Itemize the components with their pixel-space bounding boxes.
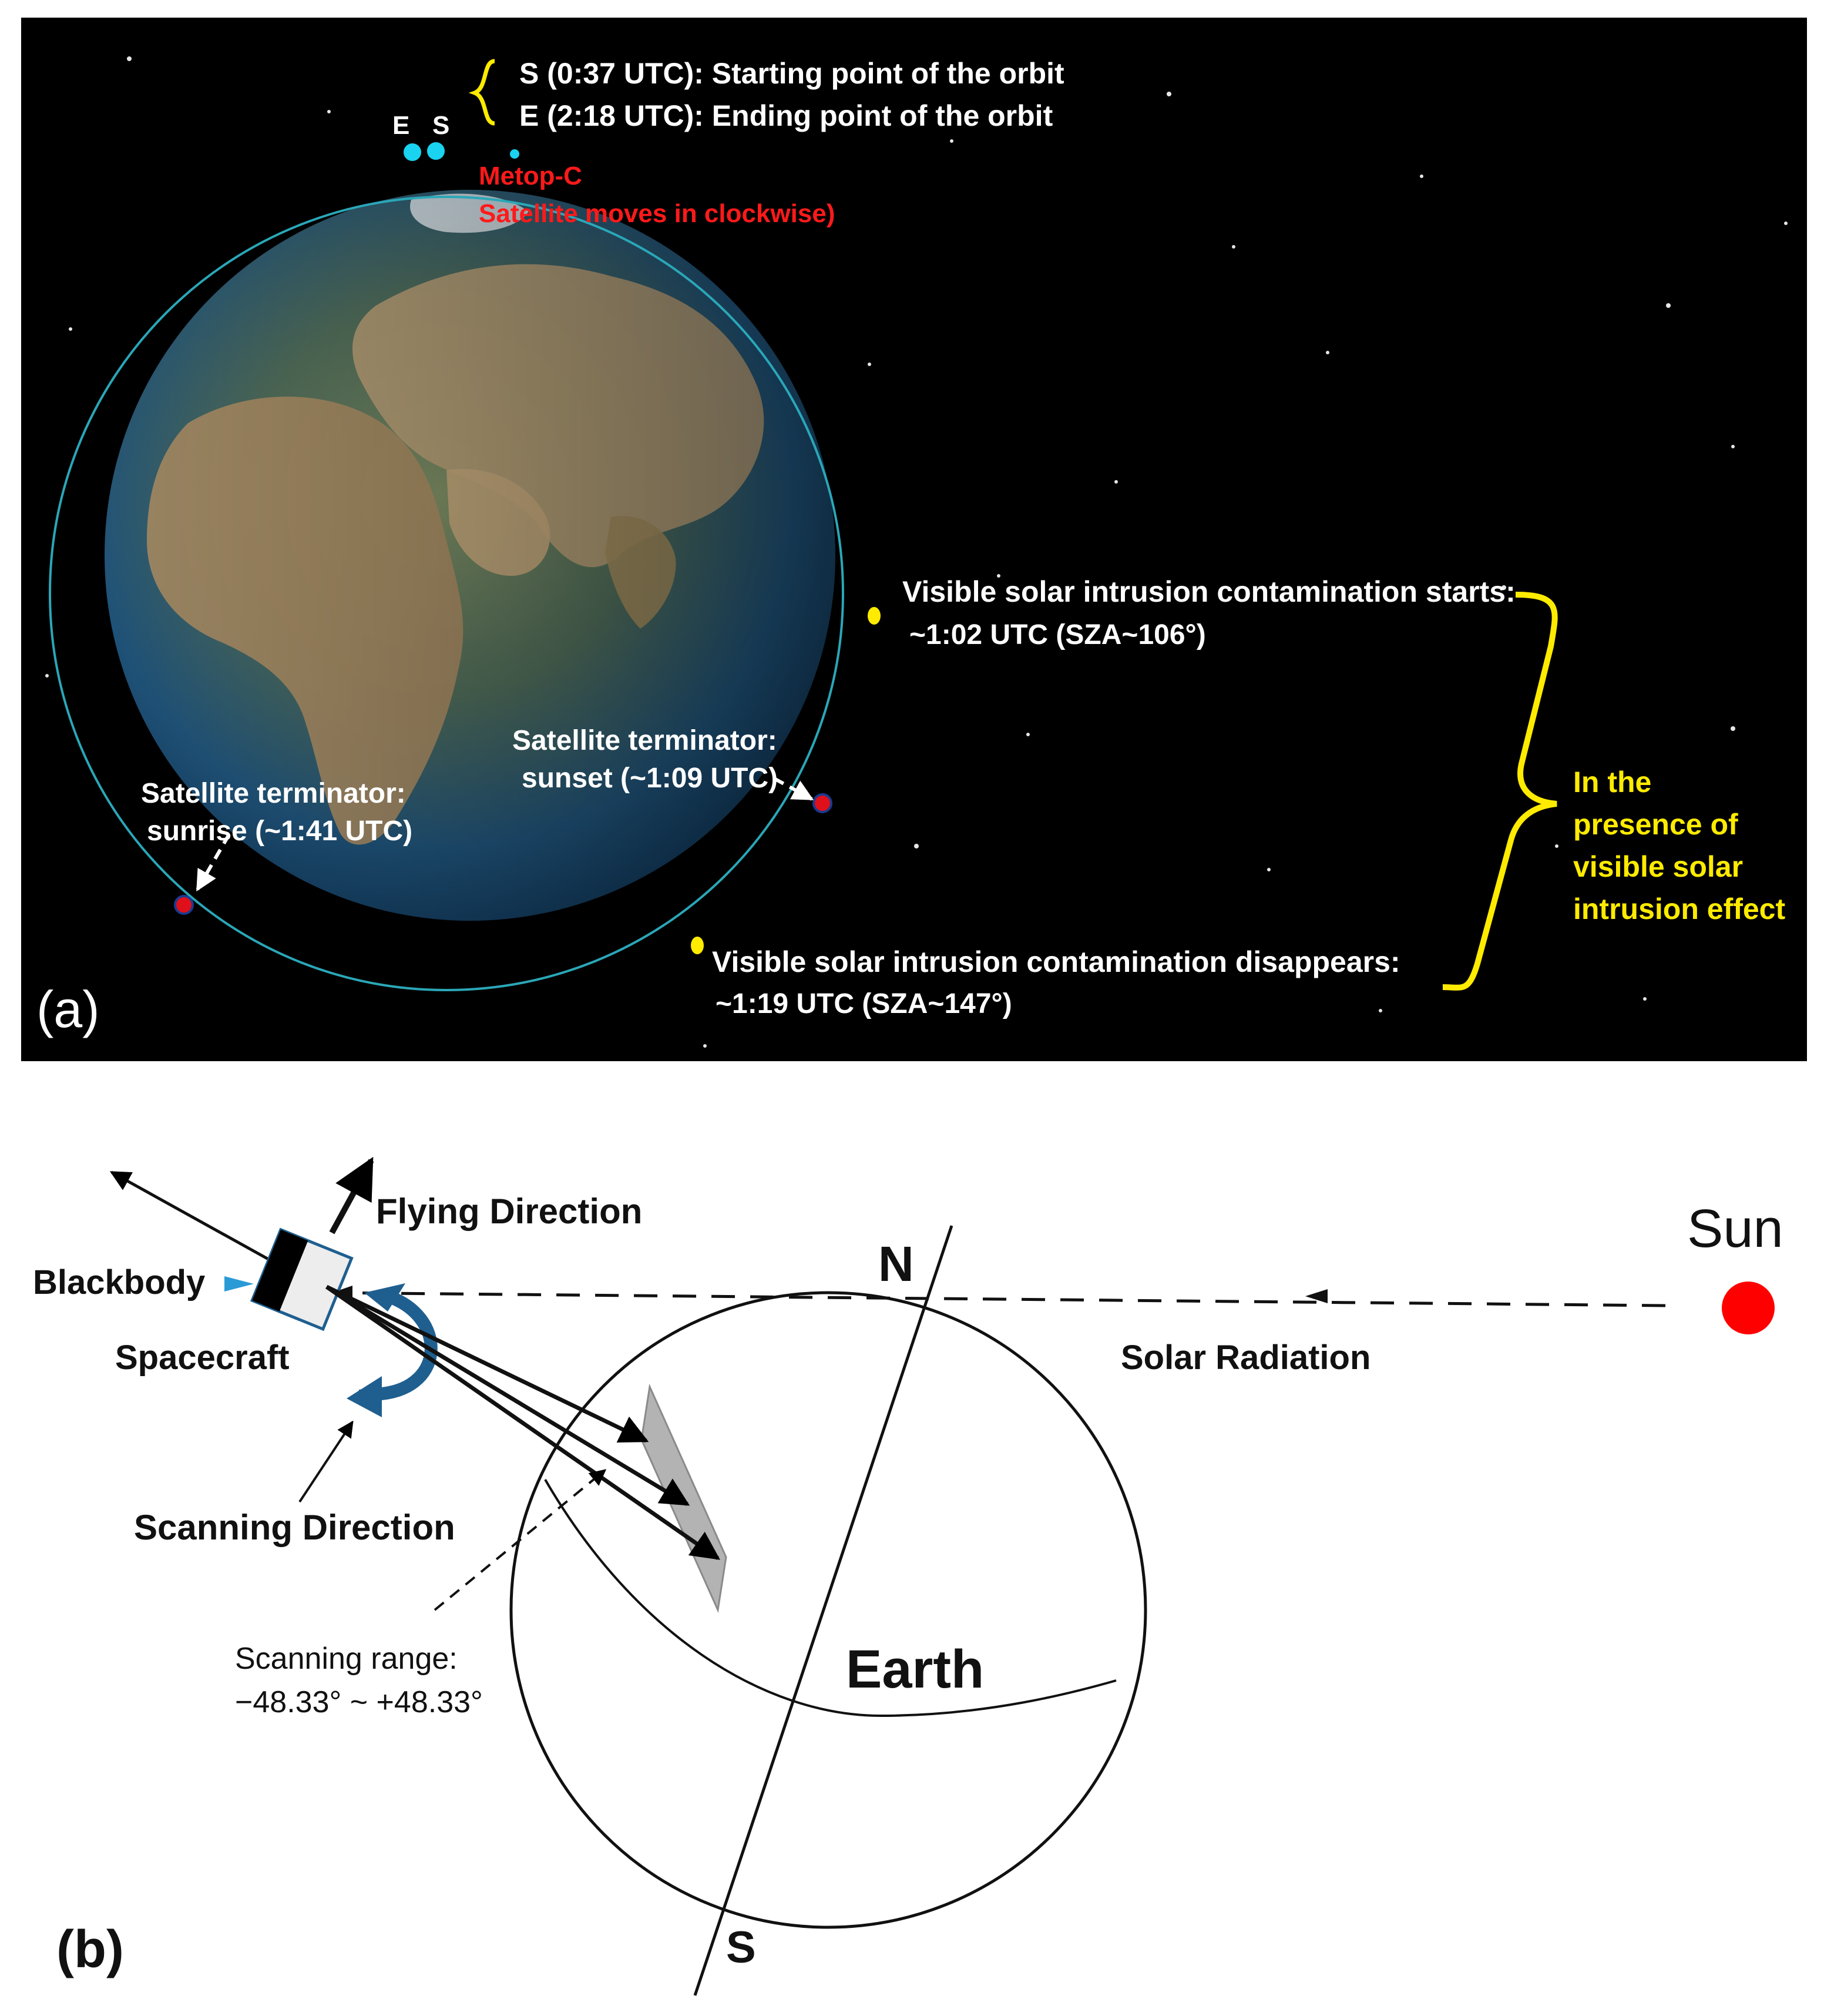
scan-ray-2	[325, 1285, 690, 1506]
intrusion-start-marker	[868, 607, 881, 625]
panel-b-label: (b)	[56, 1920, 124, 1979]
presence-line-2: presence of	[1573, 808, 1738, 841]
starfield	[45, 56, 1788, 1048]
satellite-name: Metop-C	[479, 162, 582, 190]
intrusion-start-label: Visible solar intrusion contamination st…	[902, 575, 1516, 608]
intrusion-start-time: ~1:02 UTC (SZA~106°)	[909, 619, 1206, 650]
intrusion-end-marker	[691, 937, 704, 954]
solar-radiation-label: Solar Radiation	[1121, 1339, 1370, 1377]
south-label: S	[726, 1923, 756, 1973]
terminator-sunset-marker	[812, 793, 832, 813]
terminator-sunrise-label: Satellite terminator:	[141, 778, 406, 809]
panel-b: N S Earth Sun Solar Radiation Flying Dir…	[33, 1156, 1783, 1996]
terminator-sunset-time: sunset (~1:09 UTC)	[522, 763, 778, 794]
sun-label: Sun	[1687, 1199, 1783, 1259]
flying-direction-arrow	[329, 1156, 374, 1235]
presence-line-3: visible solar	[1573, 850, 1743, 883]
marker-e-label: E	[392, 111, 409, 140]
terminator-sunrise-pointer	[196, 833, 231, 892]
scan-area	[640, 1383, 727, 1614]
marker-s-label: S	[432, 111, 449, 140]
scanning-direction-pointer	[298, 1420, 354, 1503]
intrusion-end-time: ~1:19 UTC (SZA~147°)	[716, 988, 1012, 1019]
earth-globe	[105, 190, 835, 921]
scanning-range-label: Scanning range:	[235, 1642, 458, 1676]
earth-axis	[693, 1225, 953, 1996]
intrusion-end-label: Visible solar intrusion contamination di…	[712, 945, 1400, 978]
orbit-end-marker	[404, 143, 421, 161]
blackbody-pointer	[224, 1276, 254, 1292]
scanning-range-value: −48.33° ~ +48.33°	[235, 1685, 483, 1719]
legend-bracket	[468, 59, 495, 126]
orbit-start-marker	[427, 142, 445, 160]
terminator-sunset-pointer	[773, 777, 814, 801]
legend-start-text: S (0:37 UTC): Starting point of the orbi…	[519, 57, 1064, 90]
solar-radiation-ray	[328, 1291, 1666, 1307]
legend-end-text: E (2:18 UTC): Ending point of the orbit	[519, 99, 1053, 132]
satellite-motion-note: Satellite moves in clockwise)	[479, 199, 835, 228]
scanning-direction-label: Scanning Direction	[134, 1508, 455, 1547]
blackbody-label: Blackbody	[33, 1263, 205, 1301]
earth-latitude-upper	[544, 1478, 1117, 1718]
panel-a-label: (a)	[36, 980, 100, 1038]
presence-line-1: In the	[1573, 766, 1651, 799]
terminator-sunset-label: Satellite terminator:	[512, 725, 777, 756]
earth-label: Earth	[846, 1639, 984, 1699]
presence-bracket	[1442, 592, 1558, 991]
terminator-sunrise-marker	[174, 895, 194, 915]
panel-a: E S S (0:37 UTC): Starting point of the …	[21, 18, 1807, 1061]
sun-icon	[1722, 1282, 1775, 1334]
orbit-path	[49, 196, 844, 991]
spacecraft-icon	[250, 1227, 354, 1331]
presence-line-4: intrusion effect	[1573, 893, 1785, 925]
scanning-direction-top-hook	[364, 1283, 405, 1311]
earth-circle	[509, 1291, 1147, 1929]
flying-direction-label: Flying Direction	[376, 1192, 642, 1231]
spacecraft-label: Spacecraft	[115, 1339, 290, 1377]
satellite-position-marker	[510, 149, 519, 159]
scanning-direction-arrowhead	[347, 1376, 382, 1417]
scanning-direction-arrow	[358, 1290, 438, 1403]
scan-ray-1	[325, 1284, 649, 1443]
scan-ray-3	[325, 1285, 721, 1560]
solar-radiation-arrowhead	[1305, 1289, 1328, 1303]
north-label: N	[878, 1236, 914, 1292]
terminator-sunrise-time: sunrise (~1:41 UTC)	[147, 816, 412, 847]
scanning-range-pointer	[434, 1469, 607, 1611]
